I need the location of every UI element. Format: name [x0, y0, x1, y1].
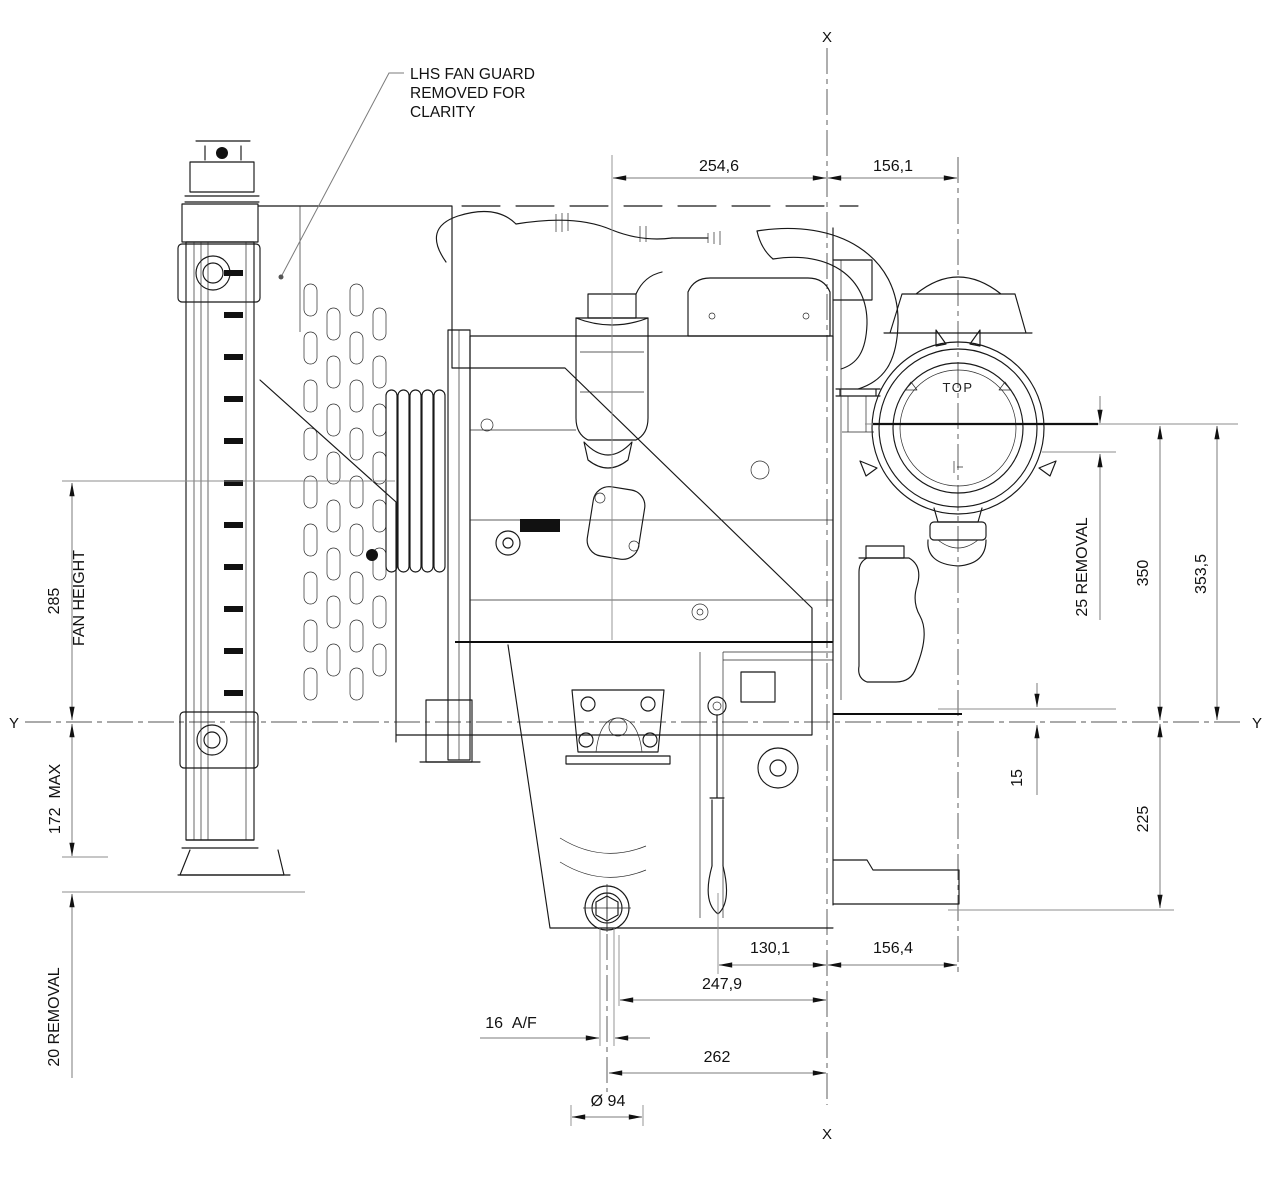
- extension-lines: [62, 155, 1238, 1126]
- dim-254-6: 254,6: [612, 158, 827, 181]
- air-cleaner-top-label: TOP: [943, 380, 974, 395]
- dim-text-20-removal: 20 REMOVAL: [46, 967, 63, 1066]
- note-line-1: LHS FAN GUARD: [410, 66, 535, 83]
- fan-blade-stack: [385, 389, 446, 573]
- dim-text-225: 225: [1135, 806, 1152, 833]
- dim-text-156-1: 156,1: [873, 158, 913, 175]
- dim-156-4: 156,4: [827, 940, 958, 968]
- fan-shroud: [257, 205, 859, 743]
- dipstick: [707, 696, 728, 915]
- fan-and-gearcase: [385, 329, 521, 763]
- dim-16-af: 16 A/F: [480, 1015, 650, 1041]
- dim-text-254-6: 254,6: [699, 158, 739, 175]
- exhaust-elbow: [756, 227, 899, 433]
- drain-plug: [583, 884, 631, 932]
- note-line-3: CLARITY: [410, 104, 475, 121]
- engine-mount-bracket: [565, 689, 671, 765]
- dim-text-16-af: 16 A/F: [485, 1015, 537, 1032]
- dim-285-fan-height: 285 FAN HEIGHT: [46, 482, 88, 721]
- dim-text-285: 285: [46, 588, 63, 615]
- pump-logo-plate: [520, 519, 560, 532]
- y-axis-label-left: Y: [9, 715, 19, 732]
- x-axis-label-top: X: [822, 29, 832, 46]
- dim-text-172-max: 172 MAX: [47, 764, 64, 835]
- dim-text-130-1: 130,1: [750, 940, 790, 957]
- dim-225: 225: [1135, 723, 1163, 909]
- dim-262: 262: [608, 1049, 827, 1076]
- dim-text-262: 262: [704, 1049, 731, 1066]
- axis-labels: X X Y Y: [9, 29, 1262, 1143]
- dimensions: 254,6 156,1 285 FAN HEIGHT 172 MAX 20 RE…: [46, 158, 1220, 1120]
- dim-text-353-5: 353,5: [1193, 554, 1210, 594]
- y-axis-label-right: Y: [1252, 715, 1262, 732]
- flywheel-housing: [740, 227, 962, 906]
- dim-text-fan-height: FAN HEIGHT: [71, 550, 88, 646]
- dim-text-156-4: 156,4: [873, 940, 913, 957]
- engine-block: [455, 277, 834, 661]
- air-cleaner: TOP: [859, 276, 1057, 567]
- dim-text-dia-94: Ø 94: [591, 1093, 626, 1110]
- dim-text-15: 15: [1009, 769, 1026, 787]
- dim-350: 350: [1135, 425, 1163, 721]
- fuel-filter: [575, 293, 649, 469]
- dim-247-9: 247,9: [619, 976, 827, 1003]
- dim-130-1: 130,1: [718, 940, 827, 968]
- radiator: [177, 140, 291, 876]
- top-marker-icon: [904, 381, 1012, 391]
- fan-guard-louvres: [303, 283, 387, 701]
- engine-artwork: TOP: [177, 140, 1057, 932]
- radiator-fin-ticks: [224, 270, 243, 696]
- coolant-hoses: [435, 210, 721, 295]
- dim-20-removal: 20 REMOVAL: [46, 893, 75, 1078]
- dim-15: 15: [1009, 683, 1040, 795]
- dim-text-247-9: 247,9: [702, 976, 742, 993]
- dim-172-max: 172 MAX: [47, 723, 75, 857]
- note-line-2: REMOVED FOR: [410, 85, 525, 102]
- dim-156-1: 156,1: [827, 158, 958, 181]
- oil-pan: [507, 644, 834, 929]
- x-axis-label-bottom: X: [822, 1126, 832, 1143]
- dim-text-350: 350: [1135, 560, 1152, 587]
- dim-353-5: 353,5: [1193, 425, 1220, 721]
- dim-25-removal: 25 REMOVAL: [1074, 396, 1103, 620]
- dim-text-25-removal: 25 REMOVAL: [1074, 517, 1091, 616]
- dim-dia-94: Ø 94: [571, 1093, 643, 1120]
- clarity-note: LHS FAN GUARD REMOVED FOR CLARITY: [278, 66, 535, 280]
